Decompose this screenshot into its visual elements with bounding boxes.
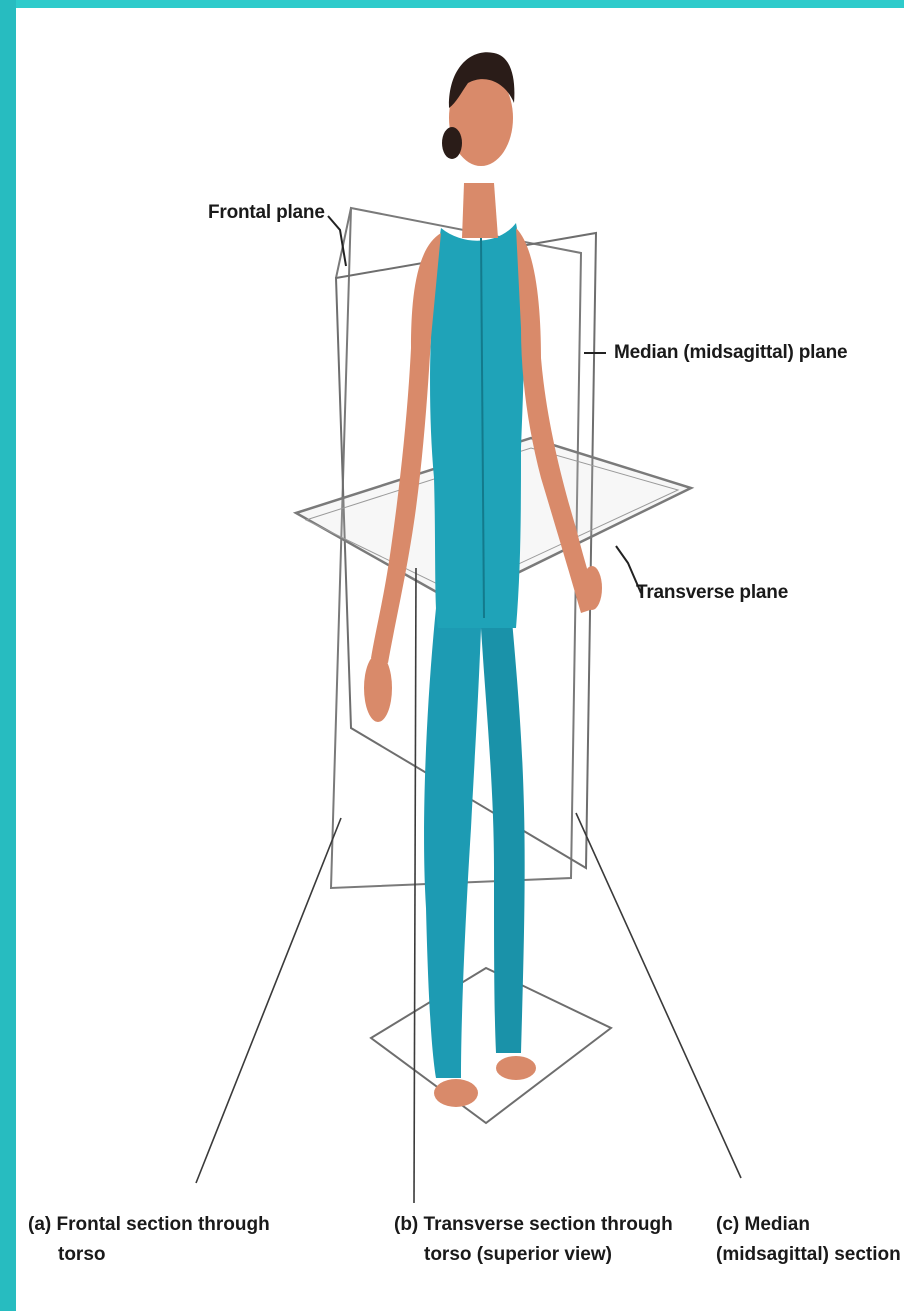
- left-leg: [424, 608, 481, 1078]
- caption-a-line2: torso: [28, 1240, 298, 1270]
- diagram-panel: Frontal plane Median (midsagittal) plane…: [16, 8, 904, 1311]
- top-border: [0, 0, 904, 8]
- caption-c-line2: (midsagittal) section: [716, 1240, 904, 1270]
- left-border: [0, 0, 16, 1311]
- left-hand: [364, 654, 392, 722]
- neck: [462, 183, 498, 238]
- caption-transverse-section: (b) Transverse section through torso (su…: [394, 1210, 694, 1271]
- right-foot: [496, 1056, 536, 1080]
- left-foot: [434, 1079, 478, 1107]
- caption-a-line1: (a) Frontal section through: [28, 1214, 270, 1235]
- transverse-plane-label: Transverse plane: [636, 578, 788, 607]
- caption-b-leader: [414, 568, 416, 1203]
- caption-a-leader: [196, 818, 341, 1183]
- right-hand: [582, 566, 602, 610]
- hair-bun: [442, 127, 462, 159]
- caption-c-line1: (c) Median: [716, 1214, 810, 1235]
- caption-median-section: (c) Median (midsagittal) section: [716, 1210, 904, 1271]
- frontal-plane-label: Frontal plane: [208, 198, 325, 227]
- caption-b-line1: (b) Transverse section through: [394, 1214, 673, 1235]
- right-leg: [481, 608, 525, 1053]
- anatomical-planes-illustration: [16, 8, 904, 1311]
- left-arm: [371, 233, 441, 663]
- torso: [430, 223, 524, 628]
- caption-c-leader: [576, 813, 741, 1178]
- floor-square: [371, 968, 611, 1123]
- median-plane-label: Median (midsagittal) plane: [614, 338, 847, 367]
- caption-b-line2: torso (superior view): [394, 1240, 694, 1270]
- caption-frontal-section: (a) Frontal section through torso: [28, 1210, 298, 1271]
